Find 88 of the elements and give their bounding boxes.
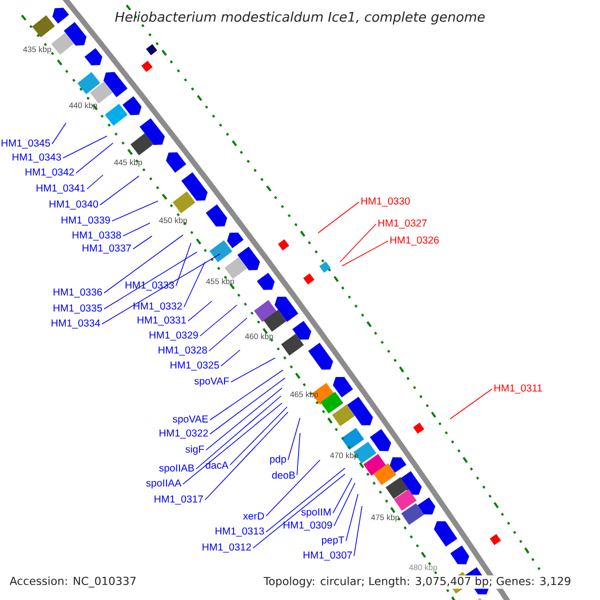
gene-label: HM1_0339 bbox=[62, 216, 110, 226]
leader-line bbox=[230, 358, 276, 382]
leader-line bbox=[184, 262, 206, 308]
gene-label: xerD bbox=[243, 512, 264, 520]
kbp-label: 475 kbp bbox=[371, 514, 400, 522]
kbp-label: 480 kbp bbox=[409, 564, 438, 572]
leader-line bbox=[112, 200, 158, 222]
gene-label: HM1_0345 bbox=[2, 139, 50, 149]
kbp-label: 465 kbp bbox=[290, 391, 318, 399]
gene-label: spoIIAA bbox=[146, 479, 182, 489]
leader-line bbox=[230, 406, 288, 466]
gene-label: deoB bbox=[272, 471, 295, 479]
leader-line bbox=[86, 174, 104, 190]
leader-line bbox=[318, 202, 360, 234]
leader-line bbox=[196, 396, 282, 470]
leader-line bbox=[208, 318, 248, 352]
leader-line bbox=[52, 122, 66, 144]
leader-line bbox=[210, 378, 286, 434]
gene-label: spoVAF bbox=[194, 377, 229, 387]
leader-line bbox=[204, 412, 288, 500]
gene-label: HM1_0313 bbox=[216, 527, 264, 537]
kbp-label: 450 kbp bbox=[159, 217, 188, 225]
kbp-label: 440 kbp bbox=[69, 102, 98, 110]
gene-label: sigF bbox=[186, 445, 204, 455]
gene-label: HM1_0340 bbox=[50, 200, 98, 210]
leader-line bbox=[332, 478, 352, 514]
gene-label: HM1_0312 bbox=[202, 543, 251, 553]
leader-line bbox=[100, 176, 140, 206]
gene-label: HM1_0311 bbox=[494, 384, 542, 394]
leader-line bbox=[104, 234, 184, 294]
leader-line bbox=[288, 418, 300, 460]
leader-line bbox=[450, 388, 492, 420]
info-text: Topology: circular; Length: 3,075,407 bp; Genes: 3,129 bbox=[262, 575, 572, 589]
leader-line bbox=[346, 494, 358, 542]
gene-label: HM1_0330 bbox=[361, 197, 410, 207]
leader-line bbox=[354, 506, 362, 556]
leader-line bbox=[62, 136, 108, 158]
leader-line bbox=[102, 254, 220, 324]
gene-label: HM1_0335 bbox=[54, 304, 102, 314]
info-text: Accession: NC_010337 bbox=[8, 575, 138, 589]
leader-line bbox=[220, 350, 240, 366]
gene-label: dacA bbox=[206, 461, 228, 469]
leader-line bbox=[176, 242, 192, 286]
leader-line bbox=[266, 460, 320, 516]
gene-label: HM1_0334 bbox=[52, 319, 100, 329]
leader-line bbox=[132, 236, 152, 250]
leader-line bbox=[340, 224, 376, 262]
gene-label: HM1_0331 bbox=[138, 316, 186, 326]
gene-label: HM1_0338 bbox=[72, 231, 121, 241]
gene-label: HM1_0341 bbox=[36, 184, 85, 194]
leader-line bbox=[104, 252, 198, 310]
kbp-label: 445 kbp bbox=[114, 159, 142, 167]
leader-line bbox=[182, 402, 282, 484]
gene-label: HM1_0328 bbox=[158, 346, 207, 356]
leader-line bbox=[296, 432, 300, 476]
gene-label: HM1_0309 bbox=[284, 521, 332, 531]
gene-label: HM1_0322 bbox=[160, 429, 208, 439]
kbp-label: 470 kbp bbox=[330, 452, 358, 460]
gene-label: pepT bbox=[322, 536, 344, 546]
gene-label: HM1_0336 bbox=[54, 288, 102, 298]
leader-line bbox=[334, 482, 356, 526]
gene-label: pdp bbox=[270, 455, 286, 465]
gene-label: spoIIM bbox=[301, 508, 331, 518]
kbp-label: 455 kbp bbox=[206, 278, 234, 286]
kbp-label: 435 kbp bbox=[23, 46, 52, 54]
title: Heliobacterium modesticaldum Ice1, complete genome bbox=[115, 12, 485, 24]
gene-label: HM1_0317 bbox=[154, 495, 203, 505]
leader-line bbox=[76, 142, 114, 174]
leader-line bbox=[188, 300, 212, 322]
leader-line bbox=[122, 222, 150, 236]
leader-line bbox=[206, 388, 282, 450]
kbp-label: 460 kbp bbox=[245, 333, 274, 341]
gene-label: spoIIAB bbox=[159, 464, 194, 474]
leader-line bbox=[210, 370, 284, 420]
leader-line bbox=[342, 240, 388, 266]
gene-label: spoVAE bbox=[172, 415, 208, 425]
gene-label: HM1_0332 bbox=[134, 302, 182, 312]
gene-label: HM1_0325 bbox=[170, 361, 219, 371]
gene-label: HM1_0337 bbox=[82, 244, 131, 254]
leader-line bbox=[266, 468, 346, 532]
gene-label: HM1_0329 bbox=[150, 331, 198, 341]
gene-label: HM1_0307 bbox=[304, 551, 352, 561]
gene-label: HM1_0342 bbox=[26, 168, 74, 178]
gene-label: HM1_0327 bbox=[378, 219, 427, 229]
leader-line bbox=[200, 304, 238, 336]
gene-label: HM1_0326 bbox=[390, 236, 439, 246]
leader-line bbox=[252, 474, 346, 548]
gene-label: HM1_0343 bbox=[12, 153, 61, 163]
